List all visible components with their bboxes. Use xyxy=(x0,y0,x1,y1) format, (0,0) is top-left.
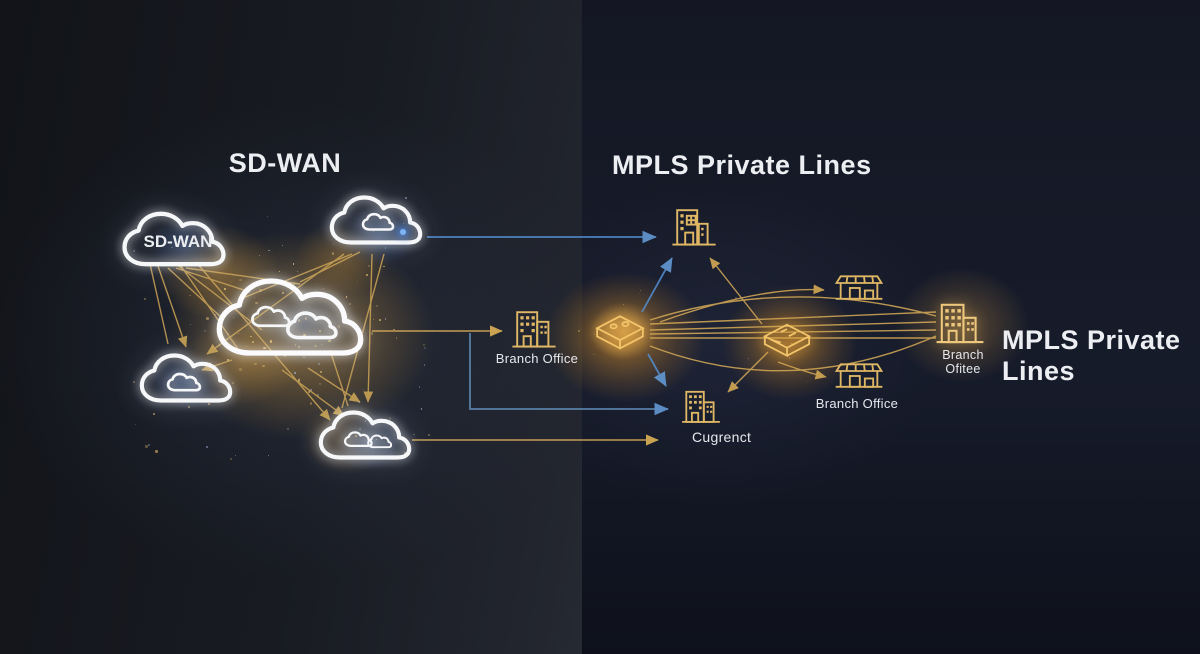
mpls-title: MPLS Private Lines xyxy=(612,150,872,180)
sdwan-cloud-icon xyxy=(122,211,226,267)
router-switch-icon-left xyxy=(595,315,645,350)
current-label: Cugrenct xyxy=(692,429,752,445)
branch-office-label-right: Branch Office xyxy=(815,396,899,411)
hq-building-label: Branch Ofitee xyxy=(934,348,992,376)
hq-label-line2: Ofitee xyxy=(945,362,981,376)
store-house-icon-top xyxy=(834,275,884,300)
mpls-side-label: MPLS Private Lines xyxy=(1002,325,1181,386)
cloud-top-right-icon xyxy=(329,195,423,245)
hq-label-line1: Branch xyxy=(942,348,984,362)
cloud-bottom-icon xyxy=(318,410,412,460)
central-cloud-icon xyxy=(216,278,364,356)
store-house-icon-bottom xyxy=(834,363,884,388)
sdwan-title: SD-WAN xyxy=(228,148,342,178)
hq-large-building-icon xyxy=(936,303,984,344)
current-building-icon xyxy=(682,390,720,423)
sdwan-cloud-label: SD-WAN xyxy=(143,232,213,251)
branch-office-building-icon xyxy=(512,311,556,348)
branch-office-label-left: Branch Office xyxy=(495,351,579,366)
router-switch-icon-right xyxy=(762,323,812,358)
headquarters-building-icon xyxy=(672,209,716,246)
cloud-bottom-left-icon xyxy=(139,353,233,403)
blue-link-node xyxy=(400,229,406,235)
